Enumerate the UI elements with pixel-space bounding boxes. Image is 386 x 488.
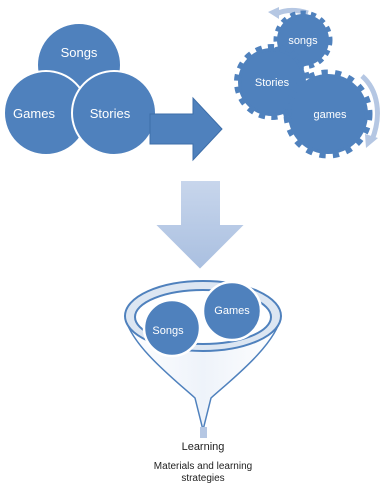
venn-circle-stories [71, 70, 157, 156]
gear-label-games: games [313, 109, 347, 121]
funnel-label-songs: Songs [152, 325, 184, 337]
cycle-arrowhead-right [365, 134, 378, 148]
gear-games [283, 69, 373, 159]
cycle-arrow-right [360, 74, 380, 141]
funnel-ball-games [201, 280, 263, 342]
funnel-ball-songs [142, 298, 202, 358]
output-line-2: Materials and learning [154, 461, 252, 472]
output-line-1: Learning [182, 441, 225, 453]
venn-label-games: Games [13, 106, 55, 121]
right-arrow [149, 96, 223, 162]
venn-label-songs: Songs [61, 45, 98, 60]
gear-stories [234, 44, 310, 120]
venn-label-stories: Stories [90, 106, 131, 121]
gear-label-stories: Stories [255, 77, 290, 89]
output-line-3: strategies [181, 473, 224, 484]
venn-diagram: Songs Games Stories [3, 22, 157, 156]
down-arrow [151, 179, 249, 272]
cycle-arrowhead-top [268, 7, 279, 19]
gear-label-songs: songs [288, 35, 318, 47]
funnel-label-games: Games [214, 305, 250, 317]
funnel-spout [200, 427, 207, 438]
funnel: Games Songs [124, 280, 282, 438]
gears-diagram: songs Stories games [234, 7, 380, 159]
